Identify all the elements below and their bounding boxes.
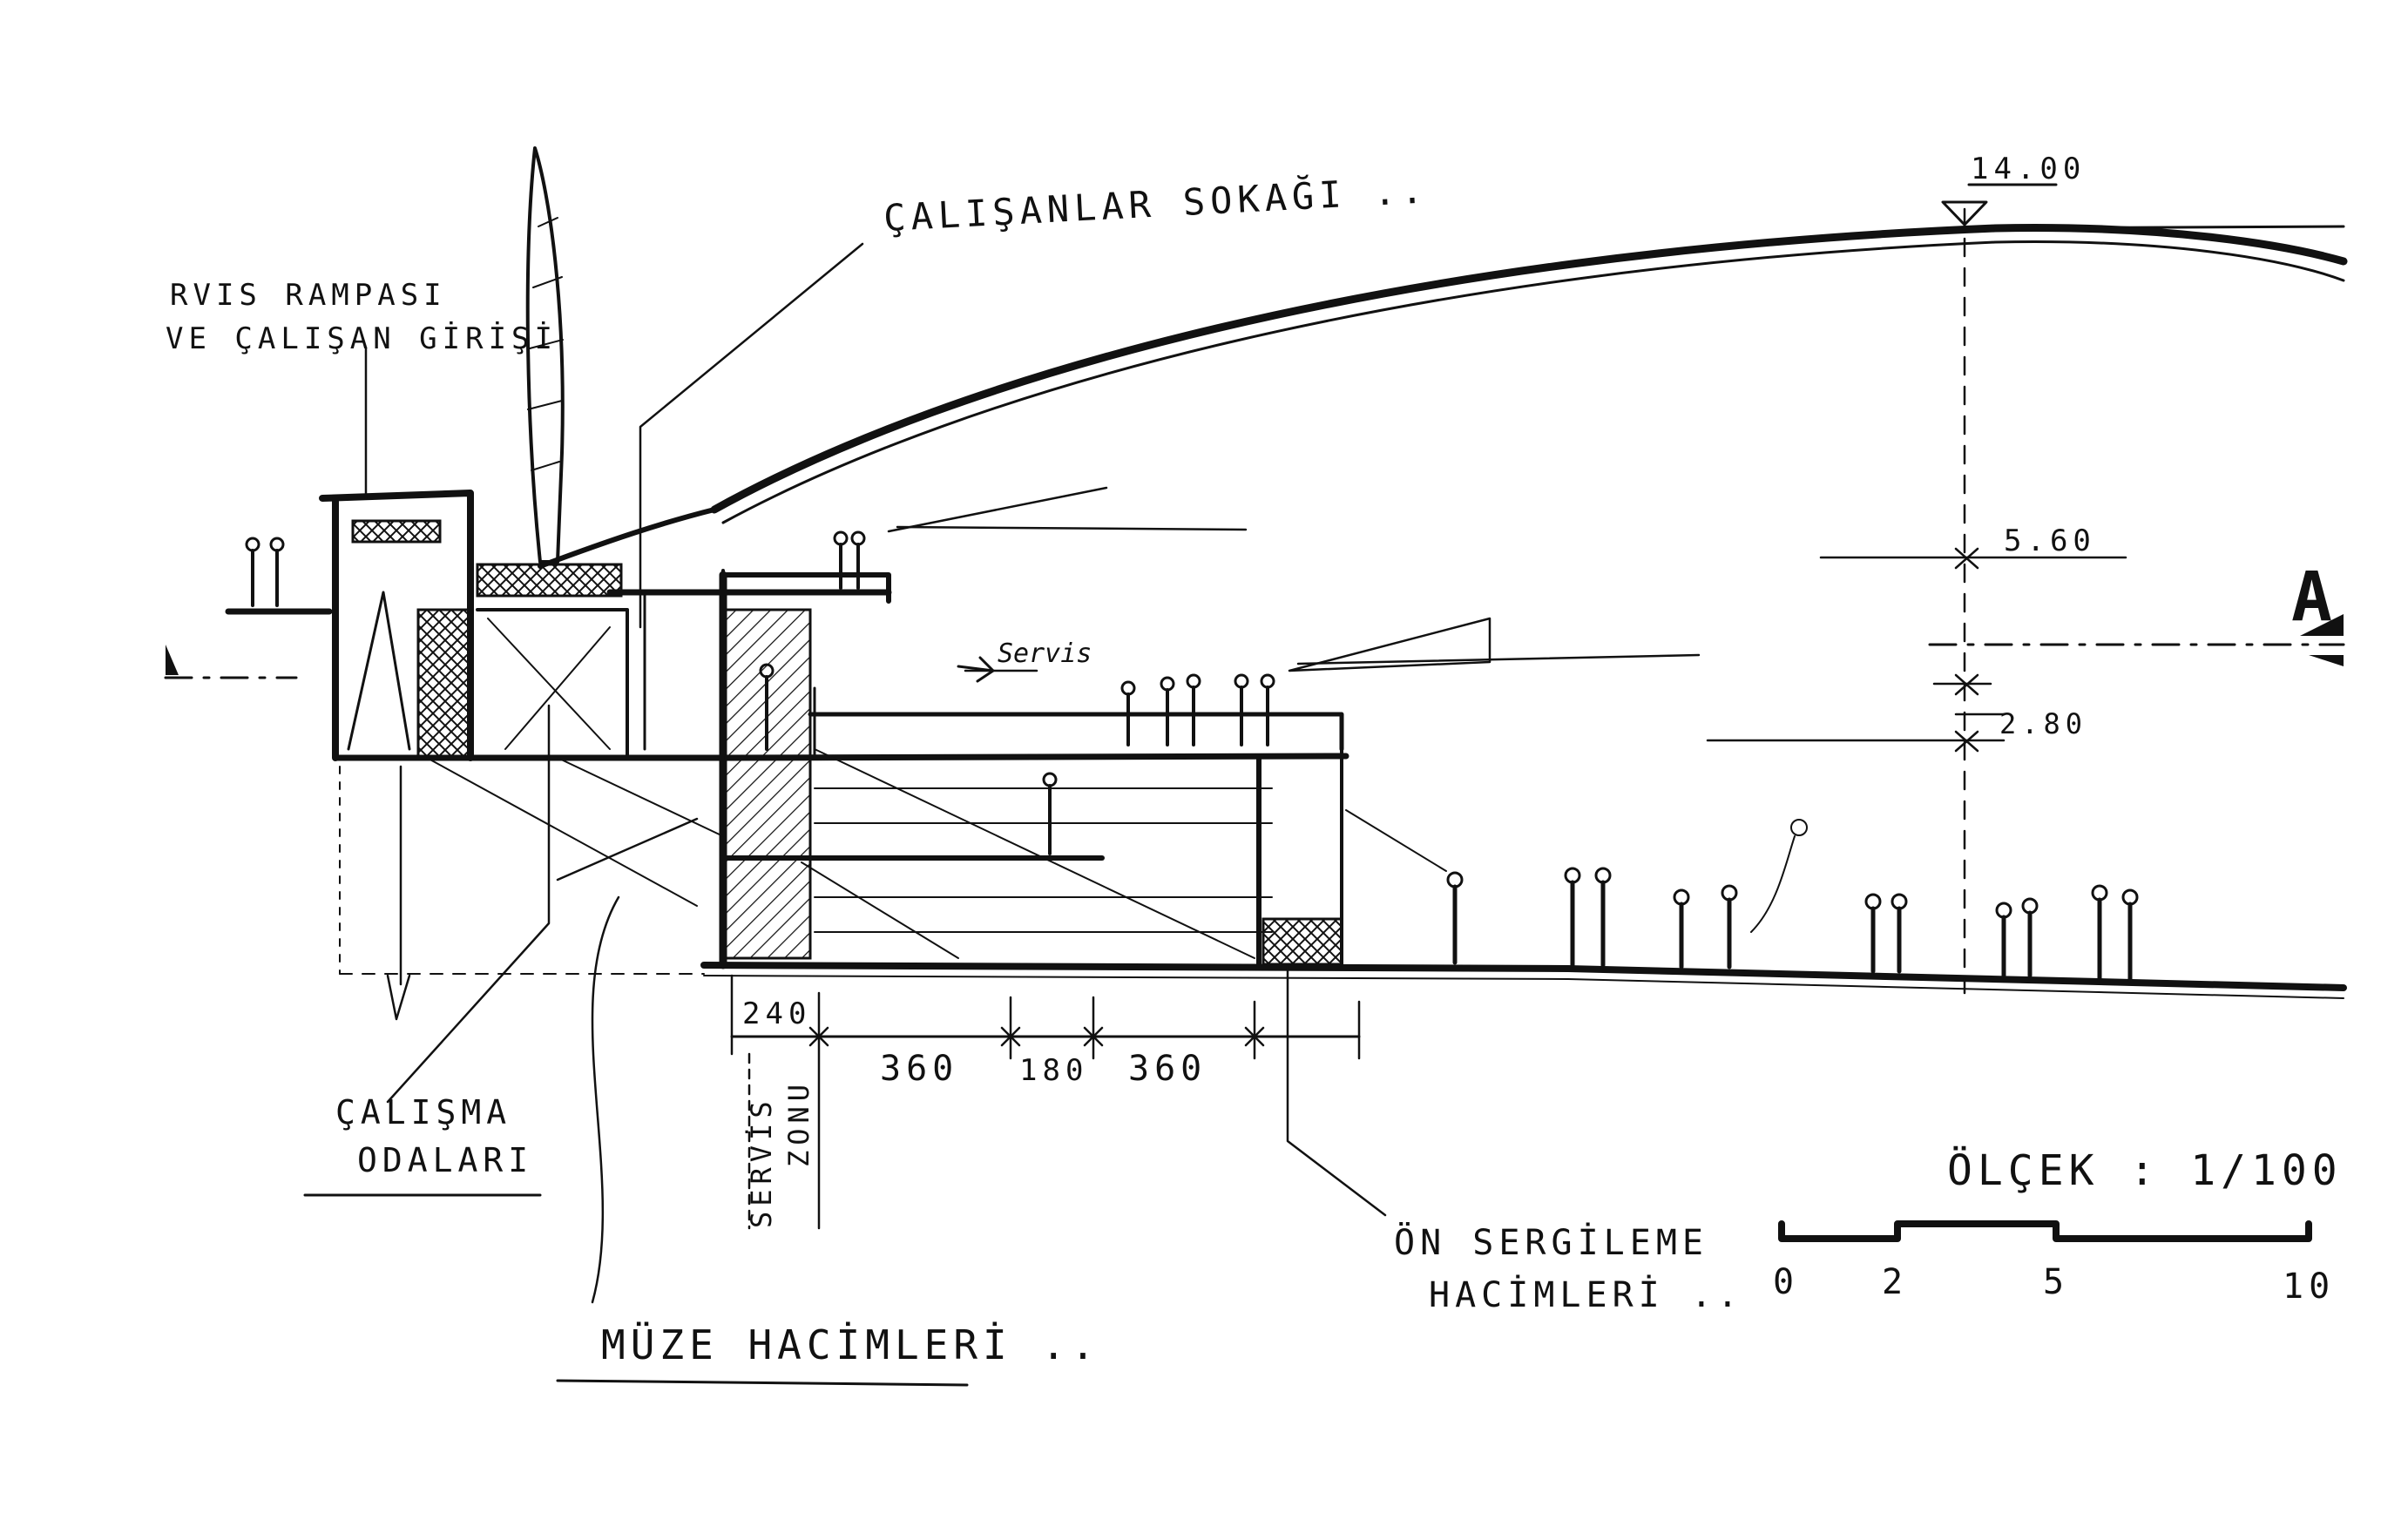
elevation-top: 14.00 [1971,152,2086,186]
person-icon [1594,867,1612,968]
museum-interior [719,571,1447,969]
service-zone-label: ZONU [782,1079,815,1167]
person-icon [245,537,260,607]
person-icon [1160,676,1175,746]
person-icon [1721,884,1738,969]
person-icon [1995,902,2012,978]
dimension-value: 240 [742,996,811,1031]
elevation-mid: 5.60 [2004,524,2096,558]
person-icon [1186,673,1201,746]
dimension-value: 360 [880,1049,958,1089]
elevation-low: 2.80 [1999,707,2087,740]
person-icon [1446,871,1464,965]
service-zone-label: SERVİS [745,1096,778,1228]
scale-label: ÖLÇEK : 1/100 [1947,1146,2343,1195]
person-icon [1891,893,1908,974]
service-tower [319,490,629,761]
person-icon [850,530,866,590]
museum-spaces-label: MÜZE HACİMLERİ .. [601,1321,1100,1368]
scale-tick: 0 [1773,1262,1799,1302]
work-rooms-label: ODALARI [357,1141,533,1179]
service-arrow-icon [957,656,995,683]
person-icon [833,530,849,590]
service-label: Servis [998,638,1092,669]
section-cut-line [164,614,2345,679]
person-icon [1120,680,1136,746]
ground-lines [225,608,2347,999]
person-icon [2121,888,2139,983]
label-underlines [303,1193,969,1387]
elevation-marker-icon [1941,200,1988,226]
dimension-value: 360 [1128,1049,1207,1089]
dimension-line [730,974,1361,1230]
scale-tick: 2 [1882,1262,1908,1302]
person-icon [1260,673,1275,746]
service-ramp-label: VE ÇALIŞAN GİRİŞİ [166,321,558,356]
section-arrow-right-icon [2300,614,2344,636]
person-icon [2091,884,2108,983]
section-arrow-left-icon [166,645,179,675]
front-exhibit-label: HACİMLERİ .. [1429,1273,1743,1315]
scale-bar [1778,1220,2312,1242]
staff-street-label: ÇALIŞANLAR SOKAĞI .. [883,167,1429,240]
section-marker: A [2291,558,2332,637]
work-rooms-label: ÇALIŞMA [335,1093,511,1132]
front-exhibit-label: ÖN SERGİLEME [1394,1221,1708,1263]
service-ramp-label: RVIS RAMPASI [170,278,447,313]
elevation-axis [1706,183,2127,995]
person-icon [1564,867,1581,968]
scale-tick: 10 [2283,1267,2335,1307]
person-icon [1042,772,1058,855]
scale-tick: 5 [2043,1262,2069,1302]
leader-lines [364,242,1701,1304]
roof-canopy [538,224,2348,569]
person-icon [1673,888,1690,969]
person-icon [1864,893,1882,974]
person-icon [1234,673,1249,746]
person-icon [2021,897,2039,978]
people-figures [245,530,2139,983]
person-icon [269,537,285,607]
dimension-value: 180 [1019,1053,1088,1088]
person-icon [759,663,774,751]
